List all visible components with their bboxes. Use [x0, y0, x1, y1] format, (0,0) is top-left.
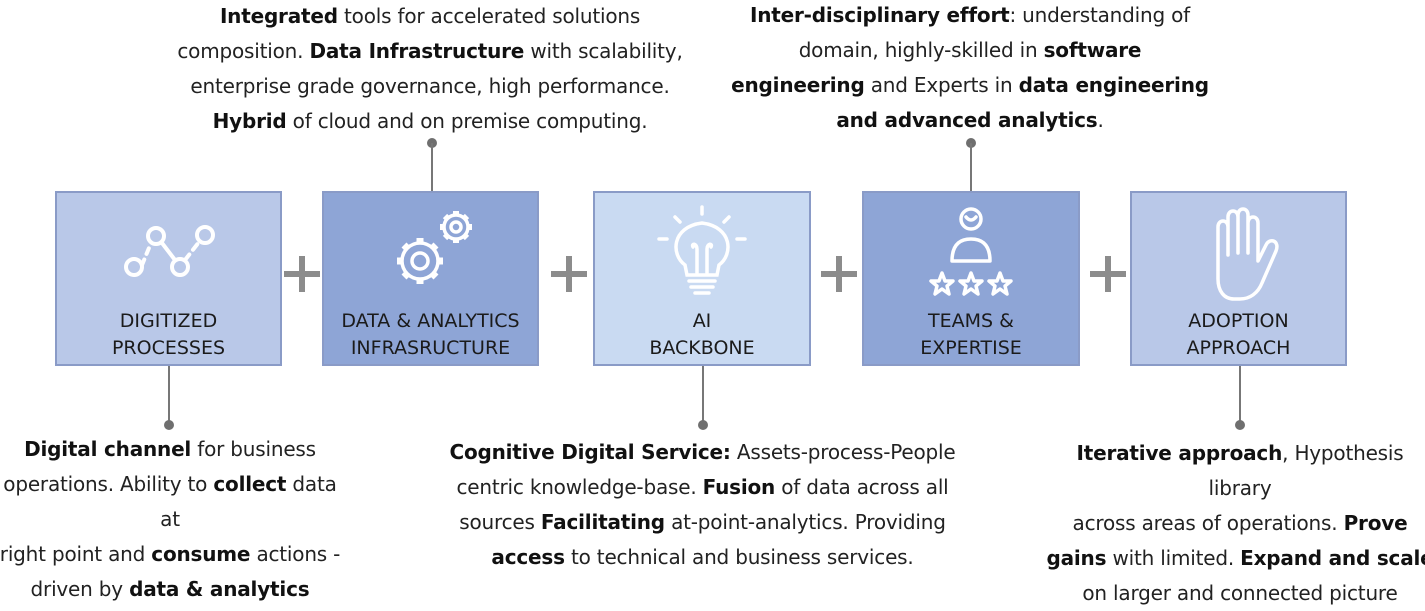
box-label: DIGITIZED PROCESSES [111, 310, 226, 359]
digitized-connector-dot [164, 420, 174, 430]
teams-description: Inter-disciplinary effort: understanding… [731, 3, 1209, 132]
connected-nodes-icon [114, 205, 224, 289]
plus-sign [284, 256, 320, 292]
adoption-connector-dot [1235, 420, 1245, 430]
ai-backbone-box: AI BACKBONE [593, 191, 811, 366]
ai-connector-line [702, 366, 704, 424]
adoption-description: Iterative approach, Hypothesis library a… [1046, 441, 1425, 605]
digitized-processes-box: DIGITIZED PROCESSES [55, 191, 282, 366]
ai-connector-dot [698, 420, 708, 430]
infra-description: Integrated tools for accelerated solutio… [177, 4, 683, 133]
data-analytics-infrastructure-box: DATA & ANALYTICS INFRASRUCTURE [322, 191, 539, 366]
gears-icon [376, 205, 486, 299]
box-label: AI BACKBONE [649, 310, 755, 359]
plus-sign [821, 256, 857, 292]
plus-sign [551, 256, 587, 292]
person-stars-icon [916, 205, 1026, 304]
teams-expertise-box: TEAMS & EXPERTISE [862, 191, 1080, 366]
adoption-connector-line [1239, 366, 1241, 424]
box-label: ADOPTION APPROACH [1186, 310, 1291, 359]
digitized-connector-line [168, 366, 170, 424]
plus-sign [1090, 256, 1126, 292]
box-label: DATA & ANALYTICS INFRASRUCTURE [341, 310, 520, 359]
ai-description: Cognitive Digital Service: Assets-proces… [449, 440, 956, 569]
teams-connector-line [970, 143, 972, 191]
infra-connector-line [431, 143, 433, 191]
adoption-approach-box: ADOPTION APPROACH [1130, 191, 1347, 366]
digitized-description: Digital channel for business operations.… [0, 437, 341, 601]
lightbulb-icon [647, 205, 757, 304]
raised-hand-icon [1184, 207, 1294, 306]
box-label: TEAMS & EXPERTISE [920, 310, 1022, 359]
